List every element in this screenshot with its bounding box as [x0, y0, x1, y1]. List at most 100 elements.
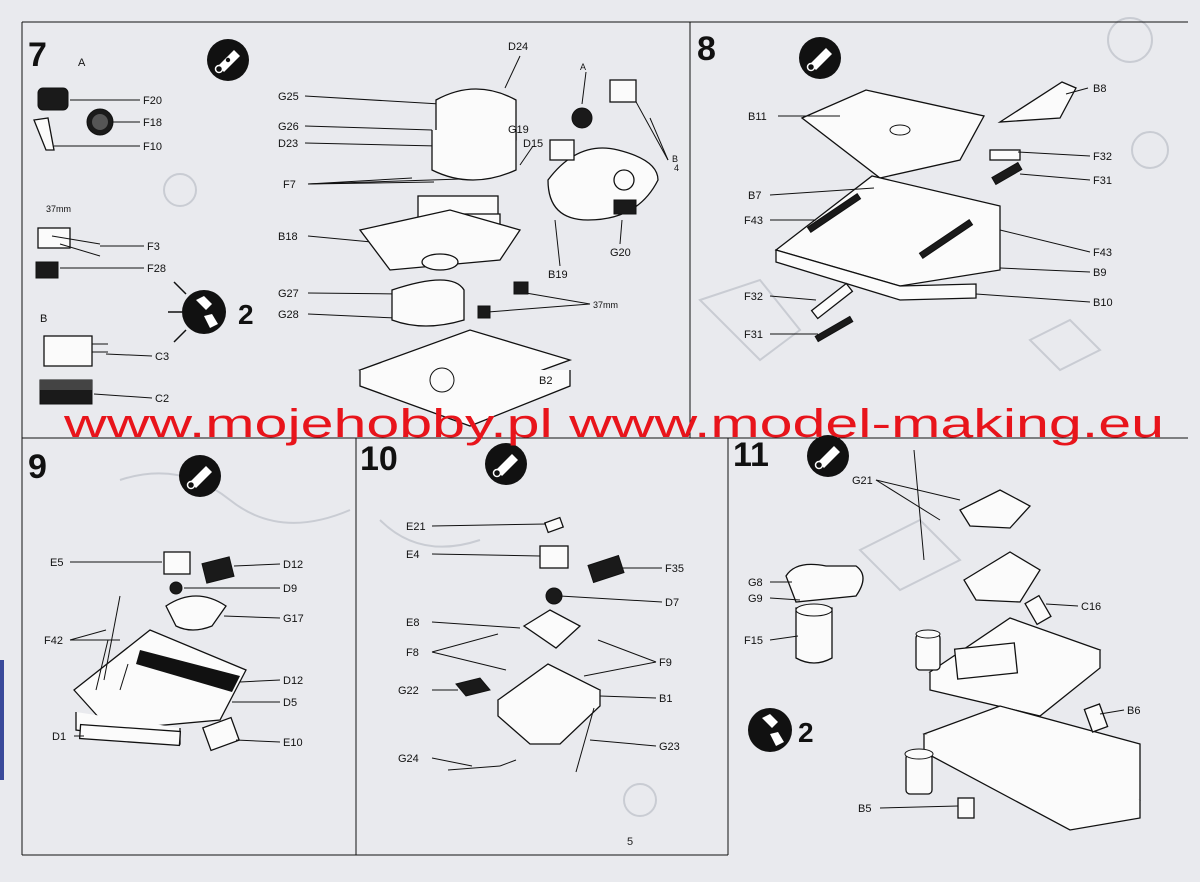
label-G20: G20	[610, 247, 631, 259]
label-G17: G17	[283, 613, 304, 625]
step-8-panel: 8	[697, 30, 1113, 343]
label-B8: B8	[1093, 83, 1106, 95]
label-37mm: 37mm	[593, 300, 618, 310]
label-G25: G25	[278, 91, 299, 103]
show-through-ghosts	[119, 17, 1169, 817]
label-F32-lower: F32	[744, 291, 763, 303]
label-E21: E21	[406, 521, 426, 533]
label-E5: E5	[50, 557, 63, 569]
watermark-text: www.mojehobby.pl www.model-making.eu	[63, 402, 1164, 446]
label-D9: D9	[283, 583, 297, 595]
repeat-count-step-11: 2	[798, 717, 814, 748]
label-F3: F3	[147, 241, 160, 253]
step-7-leaders	[54, 55, 669, 399]
step-10-panel: 10	[360, 440, 684, 848]
label-F43: F43	[744, 215, 763, 227]
label-B1: B1	[659, 693, 672, 705]
repeat-count-step-7: 2	[238, 299, 254, 330]
step-8-hull-deck	[774, 81, 1077, 343]
label-G22: G22	[398, 685, 419, 697]
label-C16: C16	[1081, 601, 1101, 613]
label-B: B	[672, 154, 678, 164]
label-F35: F35	[665, 563, 684, 575]
step-8-labels: B8 B11 F32 F31 B7 F43 F43 B9 F32 B10 F31	[744, 83, 1113, 341]
label-C3: C3	[155, 351, 169, 363]
label-F32: F32	[1093, 151, 1112, 163]
label-B9: B9	[1093, 267, 1106, 279]
label-D7: D7	[665, 597, 679, 609]
repeat-x2-icon	[168, 281, 226, 343]
step-8-number: 8	[697, 30, 716, 68]
step-7-turret-assembly	[357, 79, 659, 427]
step-7-number: 7	[28, 36, 47, 74]
step-7-labels: F20 F18 F10 F3 F28 C3 C2 D24 G25 G26 D23…	[143, 41, 679, 405]
step-11-assembly	[785, 449, 1141, 831]
label-B6: B6	[1127, 705, 1140, 717]
label-B2: B2	[539, 375, 552, 387]
label-F10: F10	[143, 141, 162, 153]
label-B5: B5	[858, 803, 871, 815]
step-9-leaders	[69, 561, 281, 743]
label-B7: B7	[748, 190, 761, 202]
label-F18: F18	[143, 117, 162, 129]
sub-assembly-a-label: A	[78, 57, 86, 69]
label-4: 4	[674, 163, 679, 173]
label-B10: B10	[1093, 297, 1113, 309]
step-11-labels: G21 G8 G9 C16 F15 B6 B5	[744, 475, 1140, 815]
label-F31-lower: F31	[744, 329, 763, 341]
label-F28: F28	[147, 263, 166, 275]
label-G19: G19	[508, 124, 529, 136]
label-G21: G21	[852, 475, 873, 487]
label-F8: F8	[406, 647, 419, 659]
label-F7: F7	[283, 179, 296, 191]
step-10-number: 10	[360, 440, 398, 478]
glue-tube-icon	[207, 39, 249, 81]
label-D12-lower: D12	[283, 675, 303, 687]
step-10-labels: E21 E4 F35 D7 E8 F8 F9 G22 B1 G24 G23	[398, 521, 684, 765]
label-G28: G28	[278, 309, 299, 321]
label-B19: B19	[548, 269, 568, 281]
sub-assembly-b-label: B	[40, 313, 47, 325]
label-D23: D23	[278, 138, 298, 150]
label-B18: B18	[278, 231, 298, 243]
label-F15: F15	[744, 635, 763, 647]
label-B11: B11	[748, 111, 767, 123]
step-11-number: 11	[733, 436, 769, 474]
label-D12: D12	[283, 559, 303, 571]
label-F43-right: F43	[1093, 247, 1112, 259]
label-C2: C2	[155, 393, 169, 405]
label-G9: G9	[748, 593, 763, 605]
label-E4: E4	[406, 549, 419, 561]
step-7-left-parts	[33, 87, 114, 405]
label-E8: E8	[406, 617, 419, 629]
step-10-leaders	[431, 523, 663, 767]
label-G8: G8	[748, 577, 763, 589]
panel-grid	[21, 21, 1188, 856]
step-9-labels: E5 D12 D9 G17 F42 D12 D5 D1 E10	[44, 557, 304, 749]
step-11-leaders	[769, 479, 1125, 809]
label-D24: D24	[508, 41, 528, 53]
step-8-leaders	[769, 87, 1091, 335]
glue-tube-icon	[179, 455, 221, 497]
step-10-assembly	[447, 516, 625, 773]
repeat-x2-icon	[748, 708, 792, 752]
size-37mm-label: 37mm	[46, 204, 71, 214]
label-F9: F9	[659, 657, 672, 669]
label-F20: F20	[143, 95, 162, 107]
glue-tube-icon	[485, 443, 527, 485]
label-G26: G26	[278, 121, 299, 133]
label-D15: D15	[523, 138, 543, 150]
label-D1: D1	[52, 731, 66, 743]
label-F42: F42	[44, 635, 63, 647]
label-A: A	[580, 62, 586, 72]
label-F31: F31	[1093, 175, 1112, 187]
label-G23: G23	[659, 741, 680, 753]
label-G27: G27	[278, 288, 299, 300]
step-7-panel: 7 A 37mm B	[28, 36, 679, 427]
glue-tube-icon	[807, 435, 849, 477]
page-number: 5	[627, 836, 633, 848]
label-G24: G24	[398, 753, 419, 765]
step-11-panel: 11	[733, 435, 1141, 831]
